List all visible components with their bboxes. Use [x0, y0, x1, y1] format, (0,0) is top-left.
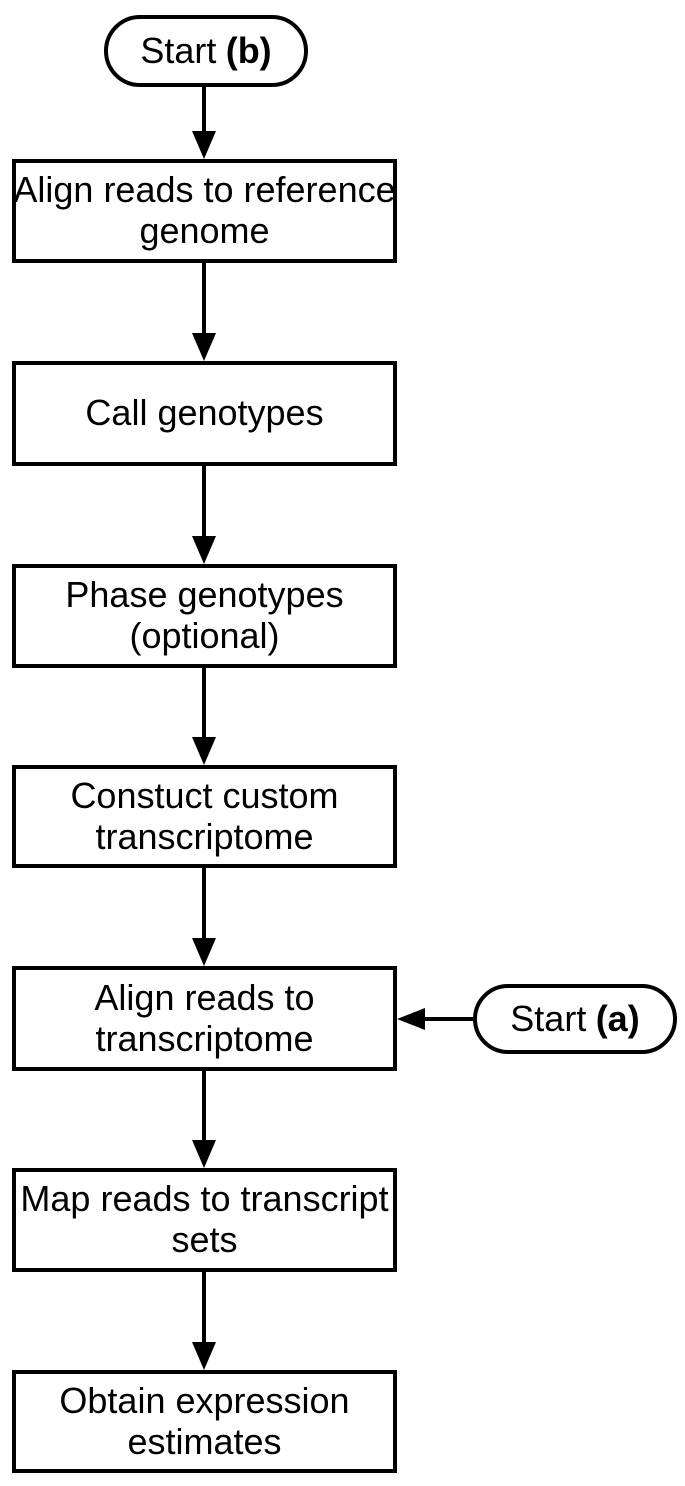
arrow-call-genotypes-to-phase-genotypes	[192, 466, 216, 564]
arrow-phase-genotypes-to-construct-transcriptome	[192, 668, 216, 765]
node-label-variant: (a)	[595, 997, 640, 1039]
node-label-line: (optional)	[129, 615, 280, 656]
node-label-line: Constuct custom	[70, 774, 339, 816]
arrow-start-a-to-align-transcriptome	[397, 1008, 474, 1030]
node-label-line: sets	[171, 1219, 238, 1260]
node-label-line: genome	[139, 210, 270, 251]
node-label-line: estimates	[127, 1420, 282, 1462]
node-align-reads-to-reference-genome: Align reads to reference genome	[12, 159, 397, 263]
node-label-line: transcriptome	[95, 815, 314, 857]
node-label-line: Align reads to	[94, 976, 315, 1018]
node-call-genotypes: Call genotypes	[12, 361, 397, 466]
node-label-line: Map reads to transcript	[20, 1178, 389, 1220]
node-label: Start	[510, 997, 587, 1039]
arrow-map-reads-to-obtain-estimates	[192, 1272, 216, 1370]
arrow-start-b-to-align-reference	[192, 87, 216, 159]
arrow-align-transcriptome-to-map-reads	[192, 1071, 216, 1168]
node-phase-genotypes: Phase genotypes (optional)	[12, 564, 397, 668]
node-label-line: Call genotypes	[85, 392, 324, 434]
node-label-line: Obtain expression	[59, 1379, 350, 1421]
node-start-b: Start (b)	[104, 15, 308, 87]
node-map-reads-to-transcript-sets: Map reads to transcript sets	[12, 1168, 397, 1272]
node-align-reads-to-transcriptome: Align reads to transcriptome	[12, 966, 397, 1071]
node-start-a: Start (a)	[473, 984, 677, 1054]
node-label-variant: (b)	[225, 29, 272, 71]
arrow-align-reference-to-call-genotypes	[192, 263, 216, 361]
node-label-line: transcriptome	[95, 1017, 314, 1059]
node-construct-custom-transcriptome: Constuct custom transcriptome	[12, 765, 397, 868]
node-label-line: Phase genotypes	[65, 574, 344, 616]
node-label-line: Align reads to reference	[13, 169, 396, 211]
arrow-construct-transcriptome-to-align-transcriptome	[192, 868, 216, 966]
node-label: Start	[140, 29, 217, 71]
node-obtain-expression-estimates: Obtain expression estimates	[12, 1370, 397, 1473]
